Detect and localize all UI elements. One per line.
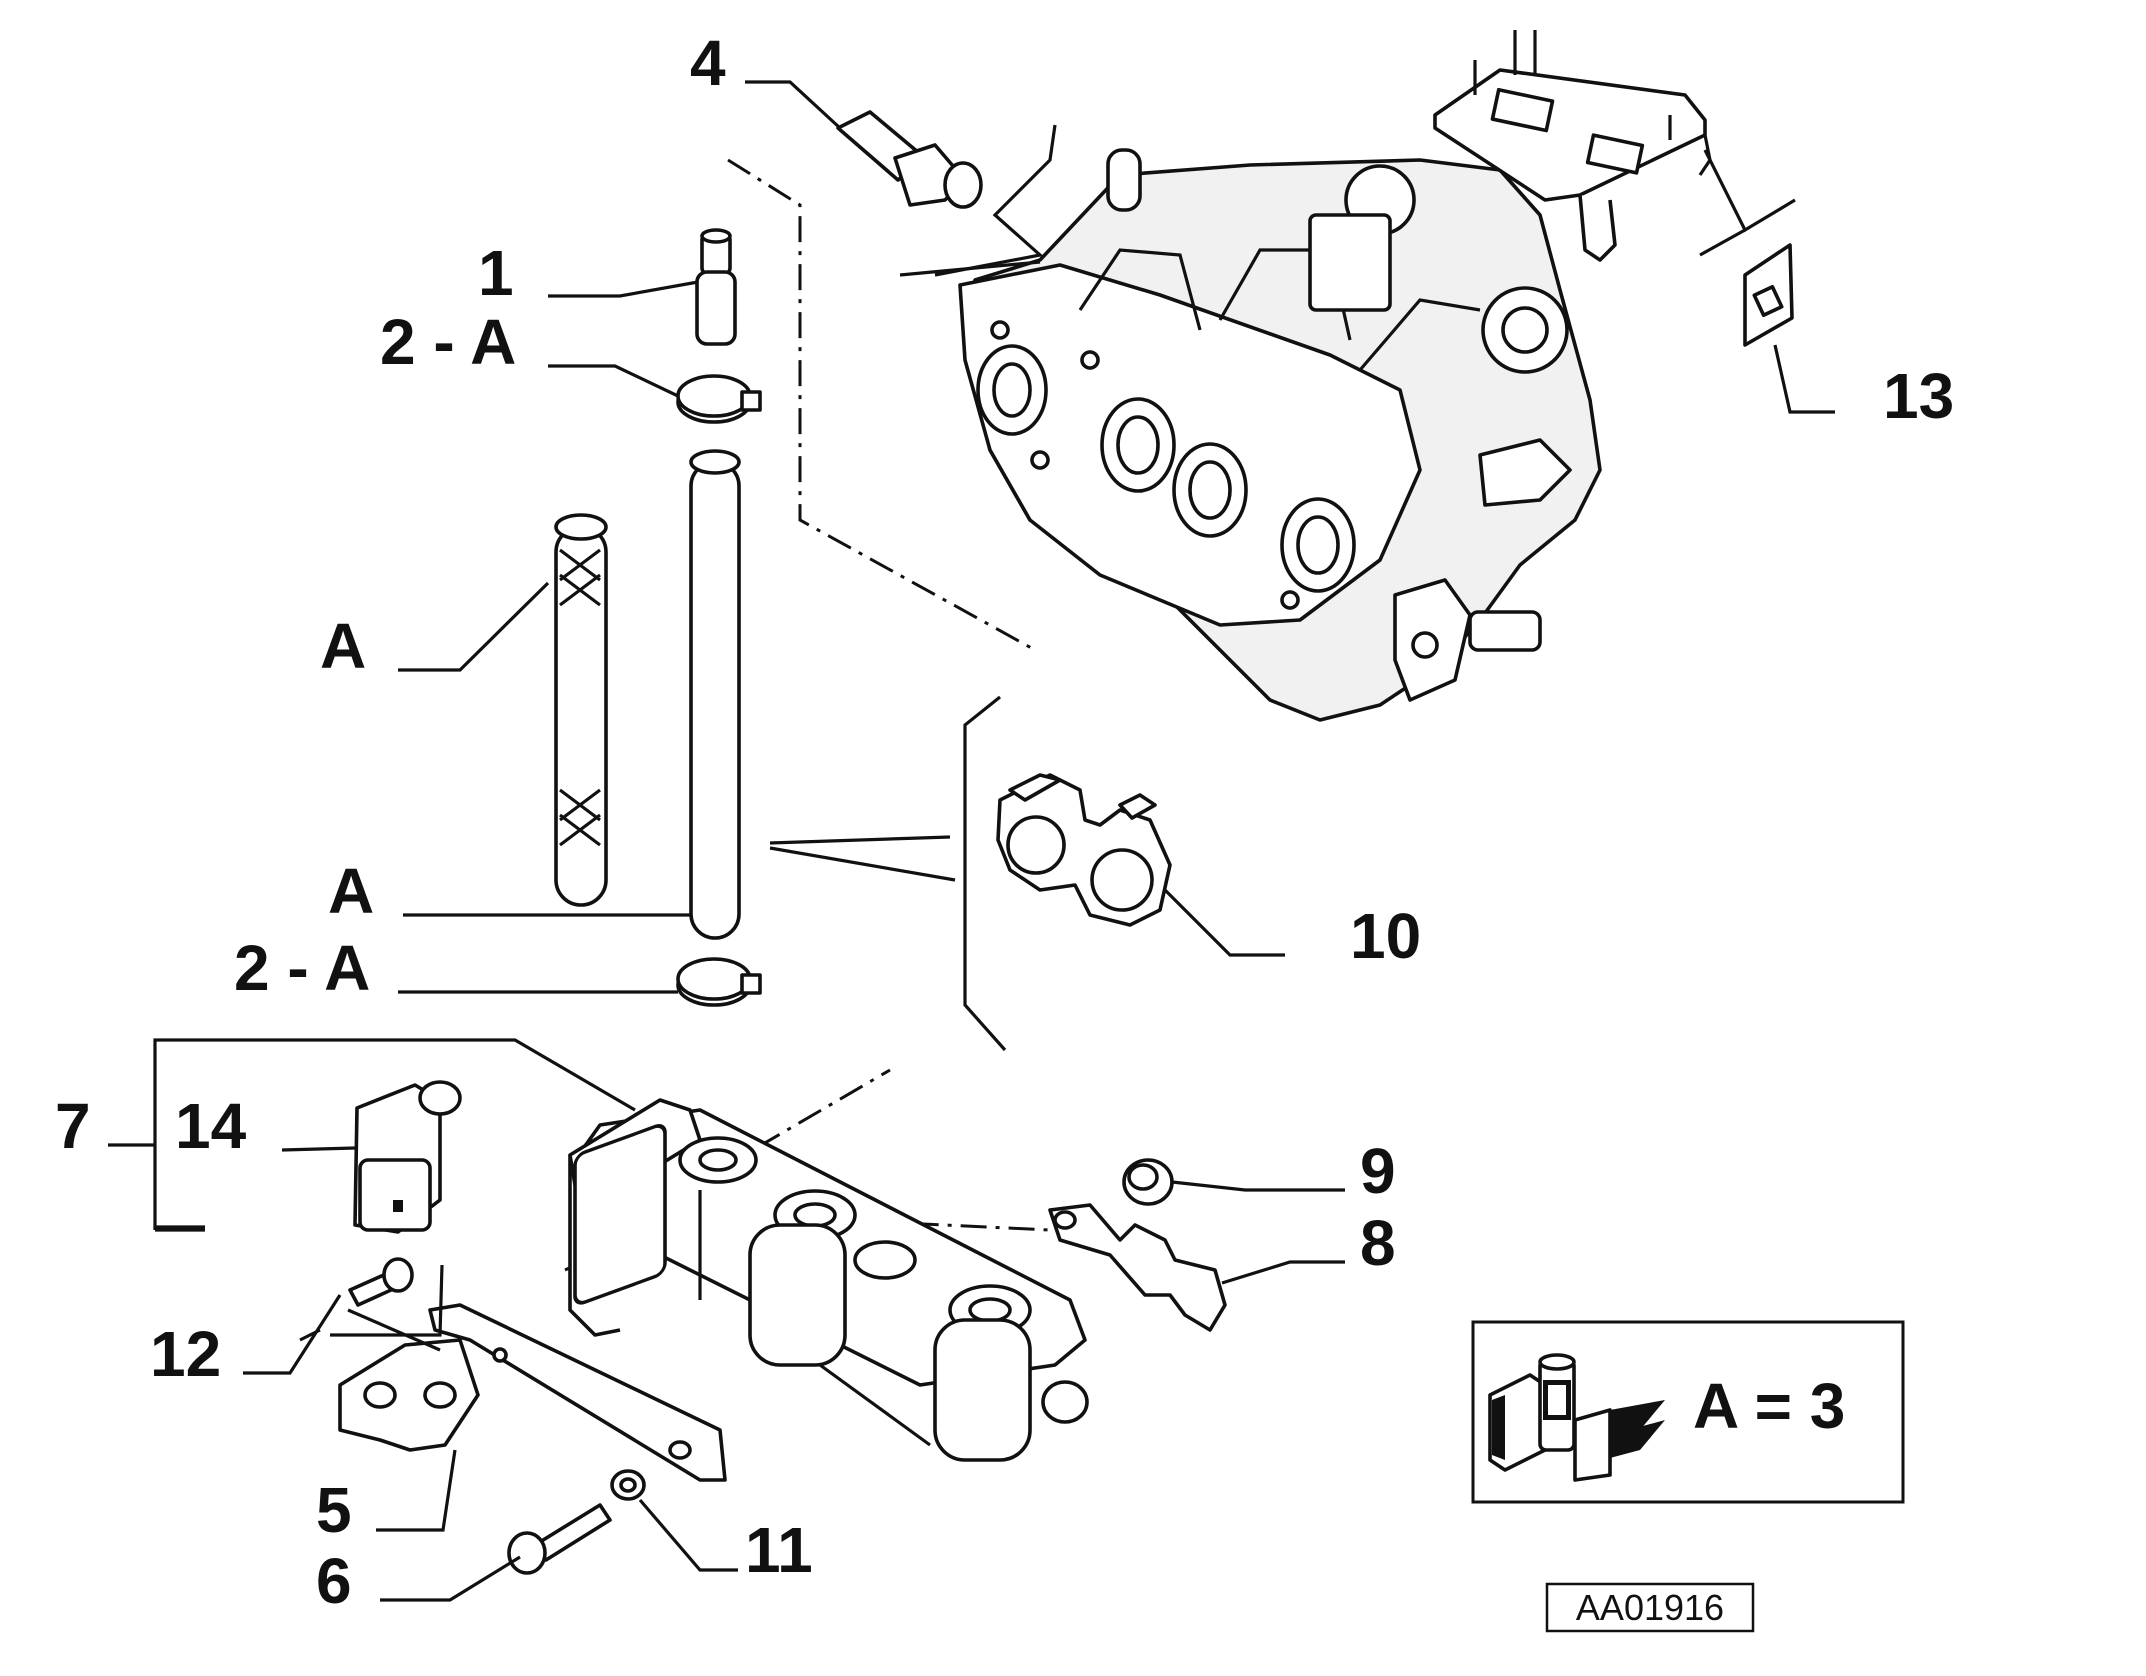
pressure-sensor-part — [353, 1080, 462, 1234]
callout-9: 9 — [1360, 1135, 1396, 1207]
callout-13: 13 — [1883, 360, 1954, 432]
callout-1: 1 — [478, 237, 514, 309]
bolt-part — [507, 1503, 612, 1575]
pipe-nipple-part — [695, 228, 737, 346]
reference-code: AA01916 — [1576, 1587, 1724, 1628]
gasket-part — [1743, 243, 1794, 347]
manifold-leader-bracket — [934, 124, 1057, 277]
fuel-rail-part — [568, 1098, 1089, 1462]
callout-10: 10 — [1350, 900, 1421, 972]
legend-box: A = 3 — [1471, 1320, 1905, 1504]
hose-clamp-bottom-part — [676, 957, 762, 1007]
callout-12: 12 — [150, 1318, 221, 1390]
washer-part — [610, 1469, 646, 1501]
sensor-leader — [281, 1146, 356, 1152]
callout-11: 11 — [745, 1514, 813, 1586]
callout-14: 14 — [175, 1090, 247, 1162]
clip-pointer — [769, 835, 956, 882]
plain-hose-part — [689, 449, 741, 940]
tube-with-boxes-icon — [1488, 1353, 1665, 1482]
callout-8: 8 — [1360, 1207, 1396, 1279]
callout-5: 5 — [316, 1474, 352, 1546]
hose-clamp-top-part — [676, 374, 762, 424]
union-fitting-part — [836, 110, 983, 209]
mounting-plate-part — [1433, 30, 1712, 262]
callout-leaders — [243, 80, 1835, 1602]
clip-leader-bracket — [963, 695, 1007, 1052]
callout-a-low: A — [328, 855, 374, 927]
callout-4: 4 — [690, 27, 726, 99]
callout-6: 6 — [316, 1545, 352, 1617]
cap-part — [1122, 1158, 1174, 1206]
legend-formula: A = 3 — [1693, 1370, 1845, 1442]
braided-hose-part — [554, 513, 608, 907]
callout-a-mid: A — [320, 610, 366, 682]
callout-2-a-top: 2 - A — [380, 306, 516, 378]
clamp-plate-part — [1048, 1203, 1227, 1332]
callout-2-a-bottom: 2 - A — [234, 932, 370, 1004]
mounting-bracket-part — [338, 1303, 727, 1482]
intake-manifold-part — [958, 148, 1602, 722]
plate-leader — [1703, 149, 1796, 233]
callout-7: 7 — [55, 1090, 91, 1162]
group-bracket-7 — [153, 1038, 636, 1229]
manifold-leader-bracket-low — [899, 260, 1041, 277]
small-screw-part — [348, 1257, 414, 1307]
reference-code-box: AA01916 — [1545, 1582, 1755, 1633]
double-clip-part — [996, 773, 1172, 927]
